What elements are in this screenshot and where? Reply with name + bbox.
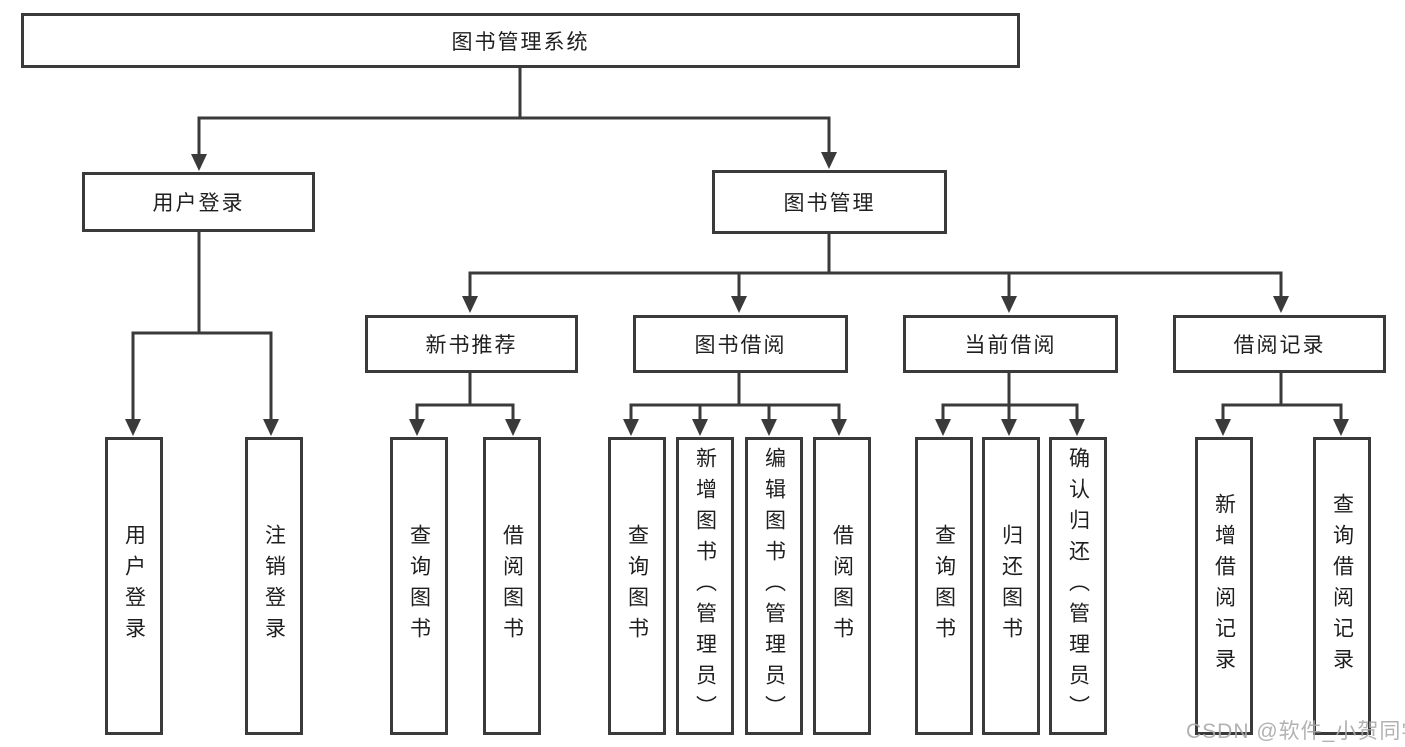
node-user-login: 用户登录 — [82, 172, 315, 232]
leaf-bb-edit-books-admin: 编辑图书（管理员） — [745, 437, 803, 735]
leaf-bb-add-books-admin: 新增图书（管理员） — [676, 437, 734, 735]
leaf-bb-query-books: 查询图书 — [608, 437, 666, 735]
node-current-borrowing: 当前借阅 — [903, 315, 1118, 373]
leaf-user-login: 用户登录 — [105, 437, 163, 735]
node-book-borrowing: 图书借阅 — [633, 315, 848, 373]
leaf-br-add-record: 新增借阅记录 — [1195, 437, 1253, 735]
leaf-cb-confirm-return-admin: 确认归还（管理员） — [1049, 437, 1107, 735]
leaf-nb-query-books: 查询图书 — [390, 437, 448, 735]
watermark: CSDN @软件_小贺同学 — [1186, 720, 1405, 743]
leaf-cb-return-books: 归还图书 — [982, 437, 1040, 735]
leaf-cb-query-books: 查询图书 — [915, 437, 973, 735]
node-root: 图书管理系统 — [21, 13, 1020, 68]
leaf-br-query-record: 查询借阅记录 — [1313, 437, 1371, 735]
node-borrowing-records: 借阅记录 — [1173, 315, 1386, 373]
node-new-book-recommend: 新书推荐 — [365, 315, 578, 373]
leaf-bb-borrow-books: 借阅图书 — [813, 437, 871, 735]
leaf-nb-borrow-books: 借阅图书 — [483, 437, 541, 735]
leaf-logout-login: 注销登录 — [245, 437, 303, 735]
node-book-management: 图书管理 — [712, 170, 947, 234]
